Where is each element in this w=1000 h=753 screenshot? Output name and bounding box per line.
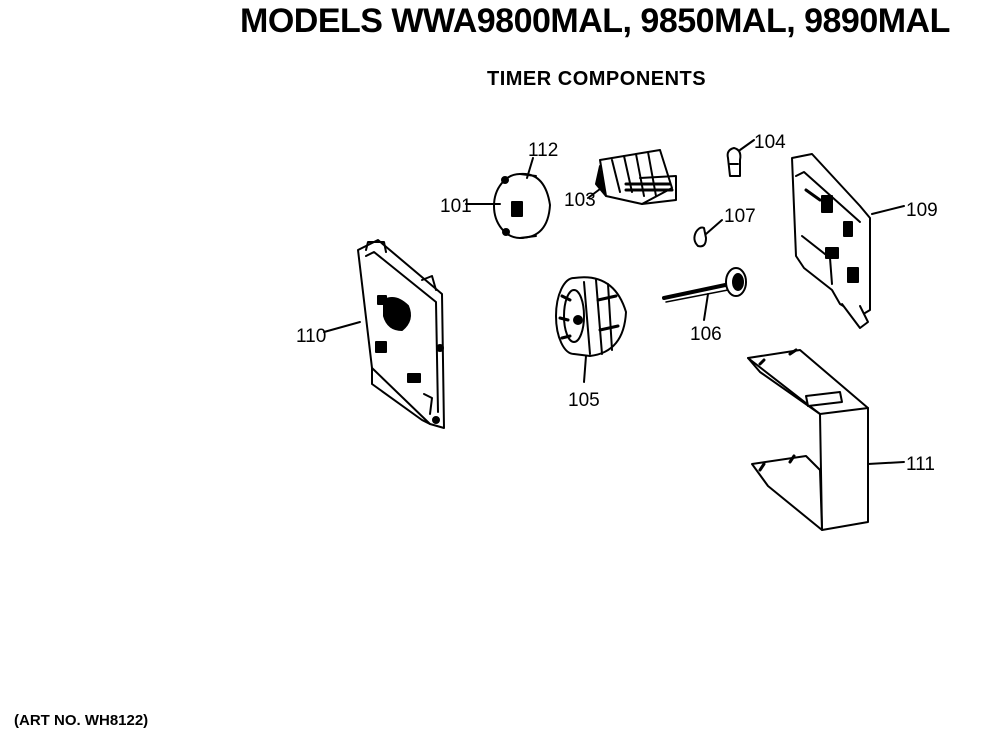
part-107-spring xyxy=(693,226,707,248)
diagram-title: MODELS WWA9800MAL, 9850MAL, 9890MAL xyxy=(240,2,950,40)
callout-112: 112 xyxy=(528,140,558,161)
part-101-timer-motor xyxy=(493,172,551,239)
leader-105 xyxy=(583,355,587,383)
callout-101: 101 xyxy=(440,196,472,217)
leader-103 xyxy=(587,185,605,199)
part-105-cam-drum xyxy=(555,276,627,357)
leader-110 xyxy=(323,321,361,333)
callout-104: 104 xyxy=(754,132,786,153)
callout-110: 110 xyxy=(296,326,326,347)
leader-104 xyxy=(739,139,755,151)
part-104-clip xyxy=(726,147,742,177)
part-109-bracket xyxy=(791,153,871,329)
callout-111: 111 xyxy=(906,454,935,475)
diagram-subtitle: TIMER COMPONENTS xyxy=(487,68,707,90)
part-106-shaft xyxy=(662,267,747,303)
art-number: (ART NO. WH8122) xyxy=(14,712,149,729)
callout-109: 109 xyxy=(906,200,938,221)
part-111-cover xyxy=(747,348,869,531)
leader-106 xyxy=(703,293,709,321)
callout-103: 103 xyxy=(564,190,596,211)
callout-107: 107 xyxy=(724,206,756,227)
part-110-back-plate xyxy=(357,239,445,429)
part-103-switch-block xyxy=(595,149,677,205)
leader-107 xyxy=(705,219,723,235)
callout-106: 106 xyxy=(690,324,722,345)
leader-112 xyxy=(526,157,534,179)
leader-111 xyxy=(867,461,905,465)
callout-105: 105 xyxy=(568,390,600,411)
leader-109 xyxy=(871,205,905,215)
